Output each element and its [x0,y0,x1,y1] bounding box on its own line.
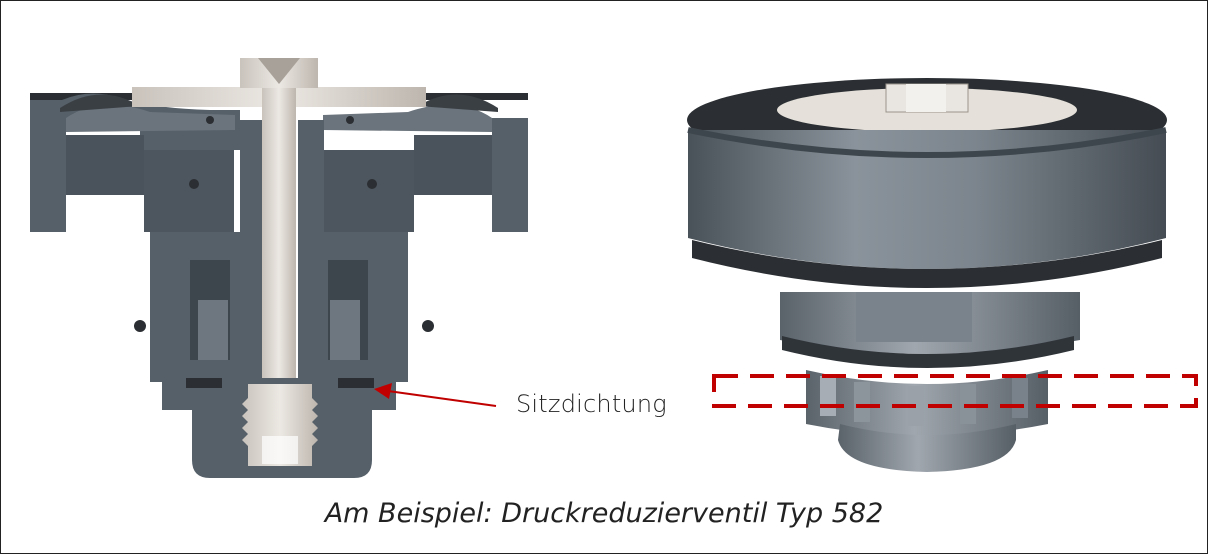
seal-annotation-arrow [374,383,497,407]
valve-exterior-view [687,78,1167,472]
figure-caption: Am Beispiel: Druckreduzierventil Typ 582 [324,498,884,529]
valve-cross-section [30,58,528,478]
seal-highlight-box [712,374,1198,408]
seal-label: Sitzdichtung [516,390,667,418]
